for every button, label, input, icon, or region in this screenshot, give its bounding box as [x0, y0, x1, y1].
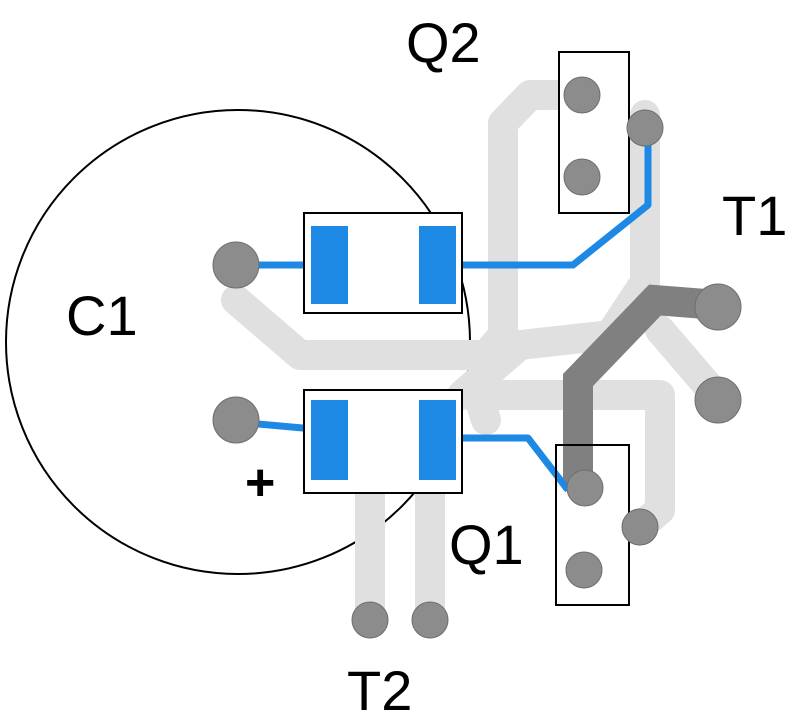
smd-pad: [311, 226, 348, 304]
c1-pad: [212, 396, 260, 444]
label-t2: T2: [347, 659, 412, 720]
t2-pad: [351, 601, 389, 639]
trace-c1-loop: [221, 285, 518, 370]
q2-pad: [563, 158, 601, 196]
label-q1: Q1: [449, 513, 524, 576]
trace-smd-to-q1: [440, 434, 571, 493]
label-polarity: +: [245, 454, 275, 512]
t2-pad: [411, 601, 449, 639]
t1-pad: [694, 283, 742, 331]
q2-pad: [626, 109, 664, 147]
q1-pad: [621, 508, 659, 546]
trace-q2-top: [488, 80, 597, 350]
trace-smd-to-q2: [440, 140, 652, 269]
t1-pad: [694, 376, 742, 424]
label-t1: T1: [722, 184, 787, 247]
c1-pad: [212, 241, 260, 289]
smd-pad: [419, 400, 456, 480]
q2-pad: [563, 76, 601, 114]
smd-pad: [419, 226, 456, 304]
q1-pad: [565, 551, 603, 589]
trace-power: [563, 284, 720, 490]
through-hole-pads: [212, 76, 742, 639]
q1-pad: [566, 469, 604, 507]
smd-pad: [311, 400, 348, 480]
label-c1: C1: [66, 284, 138, 347]
label-q2: Q2: [406, 11, 481, 74]
q2-outline: [558, 51, 630, 214]
